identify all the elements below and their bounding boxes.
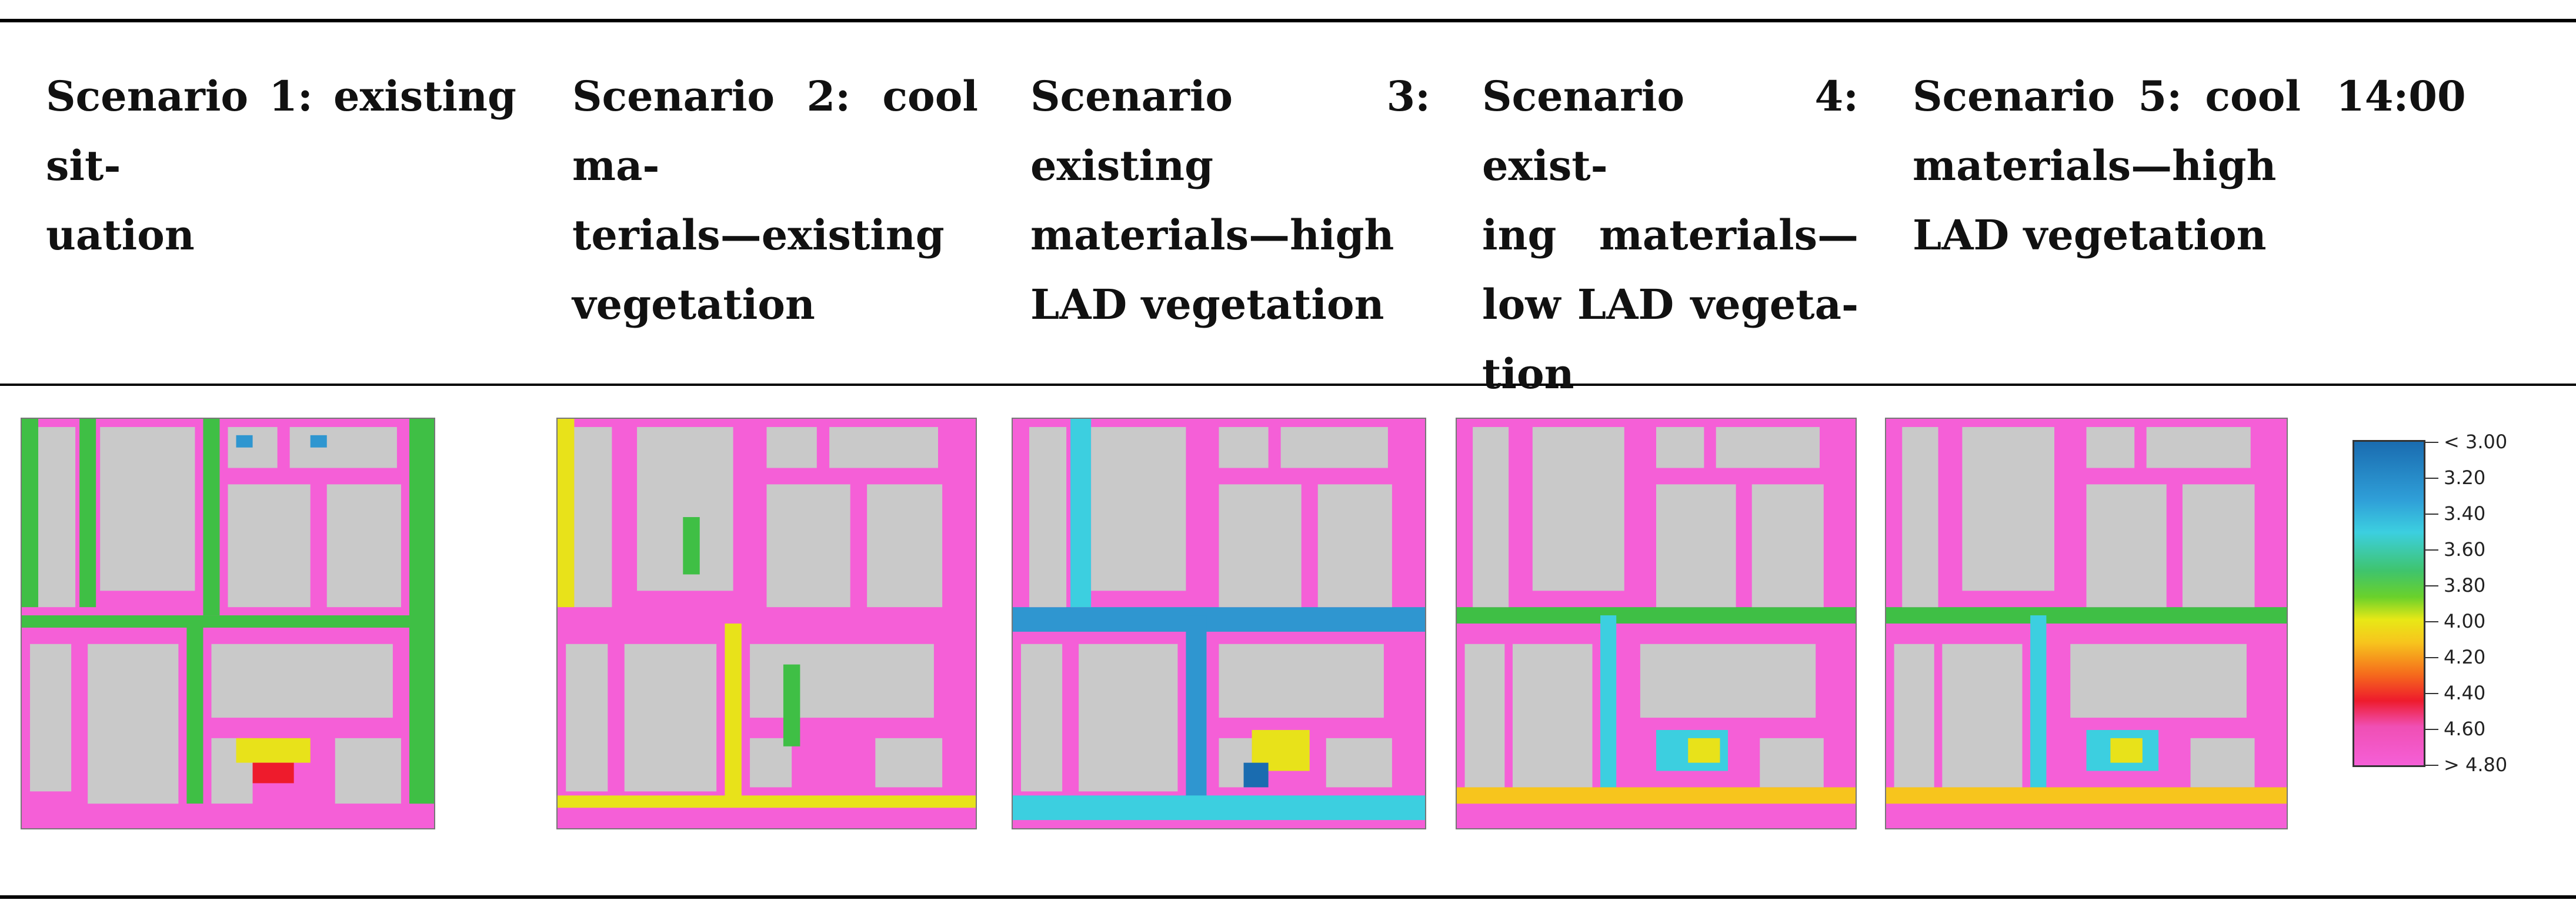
header-line: vegetation	[572, 280, 815, 329]
legend-label: 3.40	[2444, 502, 2486, 525]
legend-tick	[2425, 729, 2438, 730]
legend-tick	[2425, 657, 2438, 658]
header-line: Scenario 1: existing sit-	[46, 72, 516, 190]
scenario-3-map-graphic	[1013, 419, 1425, 828]
scenario-1-map	[21, 418, 435, 829]
header-line: low LAD vegeta-	[1482, 280, 1858, 329]
legend-tick	[2425, 693, 2438, 694]
header-line: Scenario 5: cool	[1913, 72, 2301, 121]
scenario-2-map-graphic	[558, 419, 976, 828]
header-line: ing materials—	[1482, 211, 1858, 259]
legend-tick	[2425, 765, 2438, 766]
legend-tick	[2425, 478, 2438, 479]
header-line: LAD vegetation	[1913, 211, 2267, 259]
legend-tick	[2425, 621, 2438, 622]
header-line: Scenario 2: cool ma-	[572, 72, 978, 190]
legend-label: 4.40	[2444, 682, 2486, 704]
table-bottom-rule	[0, 895, 2576, 899]
header-line: uation	[46, 211, 195, 259]
legend-tick	[2425, 514, 2438, 515]
header-line: tion	[1482, 349, 1574, 398]
legend-tick	[2425, 549, 2438, 551]
time-label: 14:00	[2336, 72, 2466, 121]
legend-label: 3.80	[2444, 574, 2486, 596]
color-scale-bar	[2353, 440, 2425, 767]
legend-tick	[2425, 585, 2438, 586]
scenario-4-header: Scenario 4: exist- ing materials— low LA…	[1482, 62, 1858, 409]
scenario-5-map-graphic	[1886, 419, 2287, 828]
legend-label: 4.20	[2444, 646, 2486, 668]
scenario-1-map-graphic	[22, 419, 434, 828]
scenario-2-header: Scenario 2: cool ma- terials—existing ve…	[572, 62, 978, 339]
scenario-3-header: Scenario 3: existing materials—high LAD …	[1030, 62, 1430, 339]
scenario-3-map	[1012, 418, 1426, 829]
header-line: terials—existing	[572, 211, 945, 259]
legend-label: > 4.80	[2444, 754, 2508, 776]
table-header-rule	[0, 384, 2576, 386]
scenario-1-header: Scenario 1: existing sit- uation	[46, 62, 516, 270]
legend-label: 4.00	[2444, 610, 2486, 632]
scenario-5-header: Scenario 5: cool materials—high LAD vege…	[1913, 62, 2301, 270]
legend-label: < 3.00	[2444, 431, 2508, 453]
legend-tick	[2425, 442, 2438, 443]
scenario-4-map	[1456, 418, 1857, 829]
scenario-2-map	[556, 418, 977, 829]
legend-label: 3.60	[2444, 538, 2486, 561]
header-line: LAD vegetation	[1030, 280, 1384, 329]
table-top-rule	[0, 19, 2576, 22]
legend-label: 3.20	[2444, 466, 2486, 489]
scenario-5-map	[1885, 418, 2288, 829]
header-line: materials—high	[1913, 141, 2277, 190]
legend-label: 4.60	[2444, 718, 2486, 740]
header-line: Scenario 3: existing	[1030, 72, 1430, 190]
scenario-4-map-graphic	[1457, 419, 1856, 828]
header-line: materials—high	[1030, 211, 1394, 259]
header-line: Scenario 4: exist-	[1482, 72, 1858, 190]
